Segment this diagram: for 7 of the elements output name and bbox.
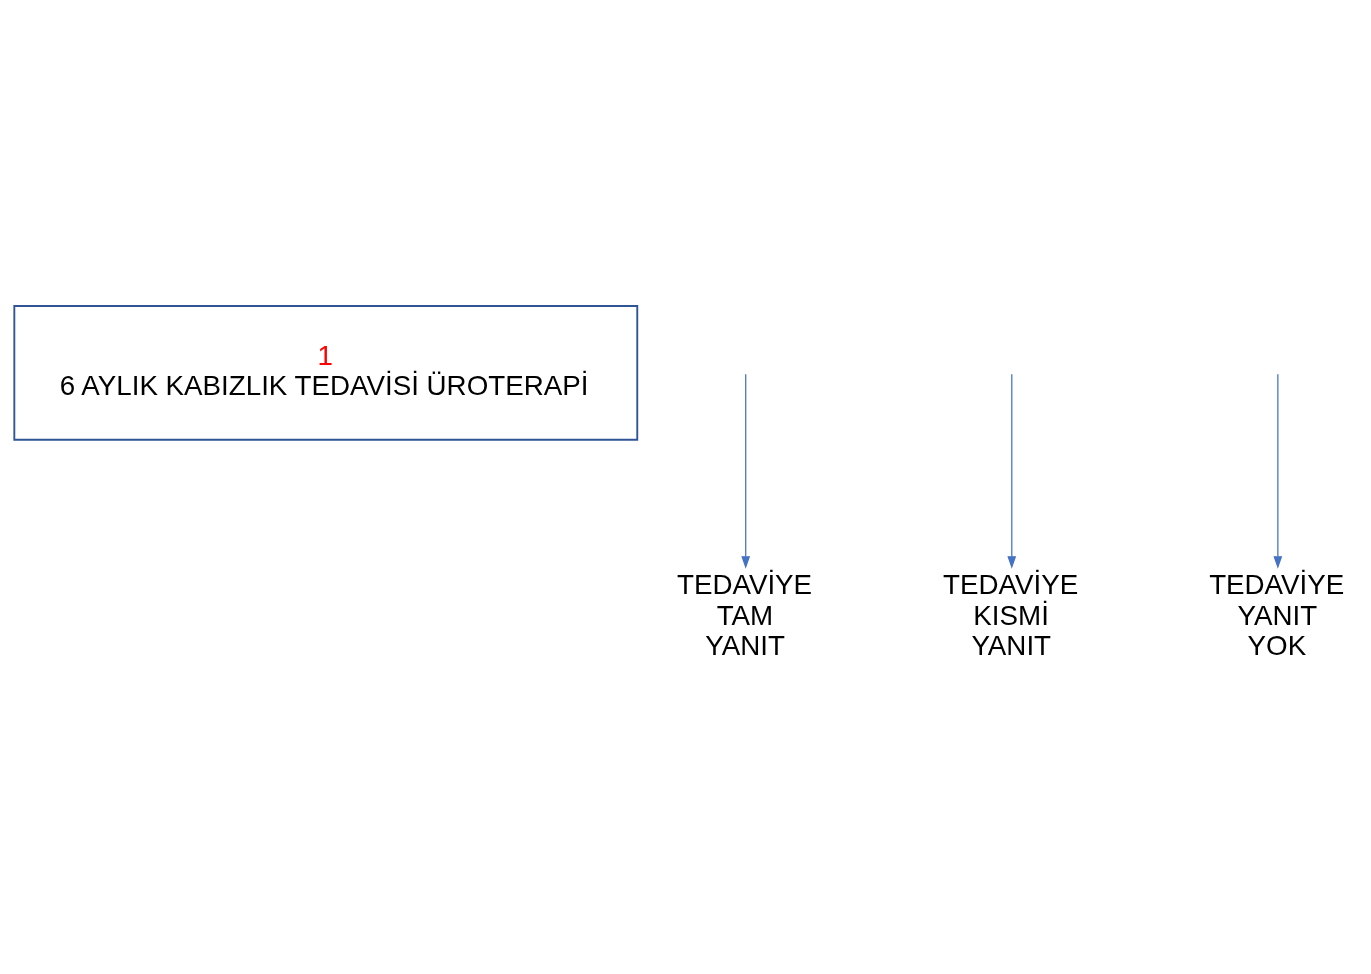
node-text: TEDAVİYE YANIT YOK xyxy=(1209,569,1345,661)
node-text: TEDAVİYE TAM YANIT xyxy=(676,569,813,661)
arrow xyxy=(1273,373,1283,569)
node-text: TEDAVİYE KISMİ YANIT xyxy=(943,569,1079,661)
node-box: 1 6 AYLIK KABIZLIK TEDAVİSİ ÜROTERAPİ xyxy=(13,305,639,441)
arrow xyxy=(741,373,751,569)
arrow xyxy=(1007,373,1017,569)
